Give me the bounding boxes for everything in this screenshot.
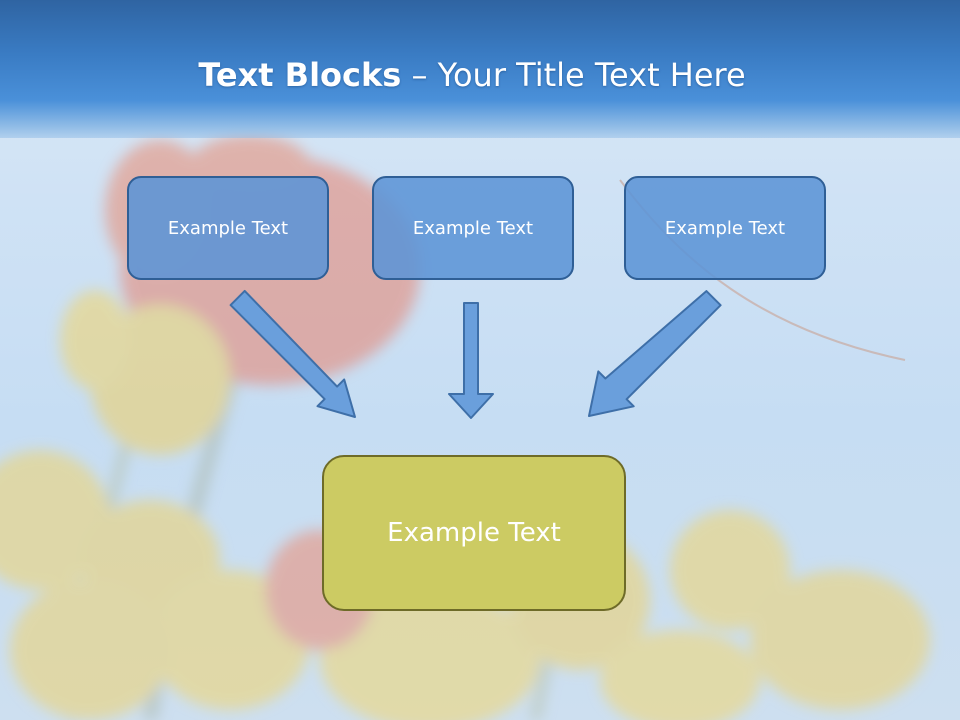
input-box-1-label: Example Text [167,217,289,239]
input-box-1[interactable]: Example Text [127,176,329,280]
input-box-2-label: Example Text [412,217,534,239]
arrow-down [448,302,494,419]
result-box-label: Example Text [387,518,561,548]
input-box-3[interactable]: Example Text [624,176,826,280]
input-box-2[interactable]: Example Text [372,176,574,280]
slide-title: Text Blocks – Your Title Text Here [0,52,944,98]
result-box[interactable]: Example Text [322,455,626,611]
arrow-down-right [229,289,356,418]
title-regular-text: – Your Title Text Here [401,56,746,94]
input-box-3-label: Example Text [664,217,786,239]
arrow-down-left [588,290,722,417]
title-bar [0,0,960,138]
title-bold-text: Text Blocks [198,56,402,94]
